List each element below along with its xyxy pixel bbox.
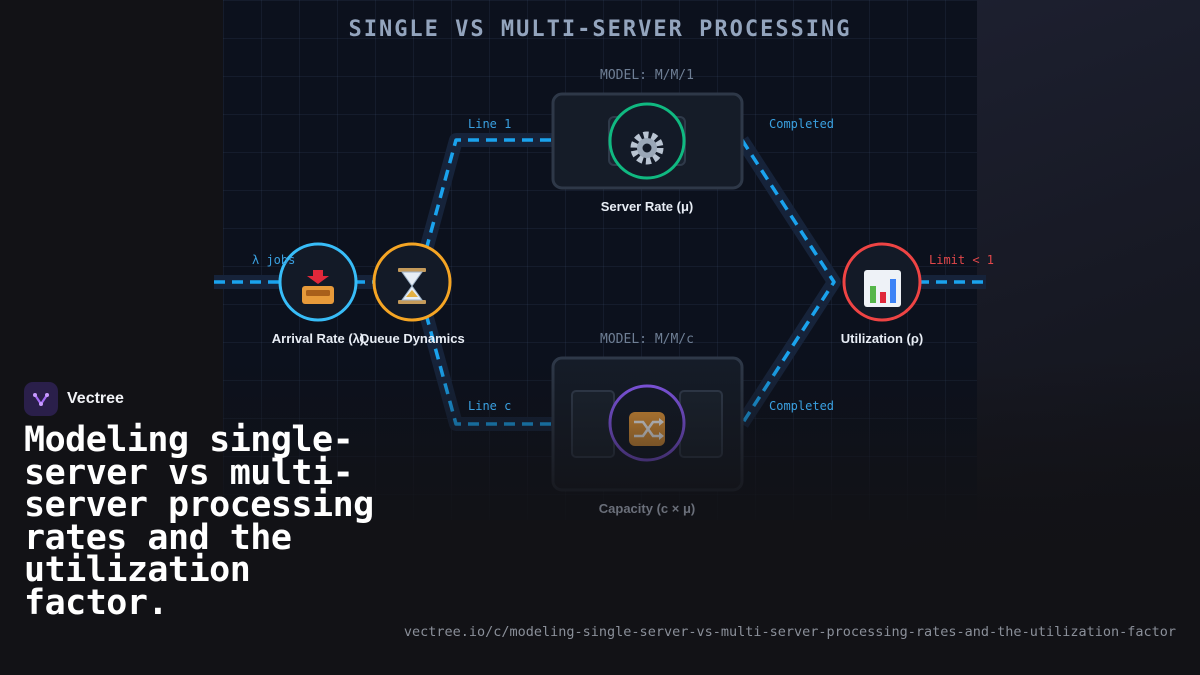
arrival-rate-label: Arrival Rate (λ) bbox=[271, 331, 365, 346]
node-arrival bbox=[278, 242, 358, 322]
model-label-multi: MODEL: M/M/c bbox=[600, 332, 694, 347]
brand[interactable]: Vectree bbox=[24, 382, 124, 416]
node-queue bbox=[372, 242, 452, 322]
gear-icon bbox=[630, 131, 664, 165]
line-1-label: Line 1 bbox=[468, 117, 512, 131]
node-utilization bbox=[842, 242, 922, 322]
inbox-tray-icon bbox=[302, 270, 334, 304]
page-url-link[interactable]: vectree.io/c/modeling-single-server-vs-m… bbox=[403, 624, 1176, 640]
headline: Modeling single-server vs multi-server p… bbox=[24, 420, 374, 623]
hourglass-icon bbox=[398, 268, 426, 304]
capacity-label: Capacity (c × μ) bbox=[598, 501, 696, 516]
limit-label: Limit < 1 bbox=[929, 253, 995, 267]
line-1-path bbox=[424, 138, 552, 251]
diagram-title: SINGLE VS MULTI-SERVER PROCESSING bbox=[348, 17, 852, 42]
line-c-label: Line c bbox=[468, 399, 512, 413]
arrival-flow-label: λ jobs bbox=[252, 253, 296, 267]
completed-bottom-label: Completed bbox=[769, 399, 835, 413]
completed-paths bbox=[740, 139, 836, 425]
vectree-logo-icon bbox=[24, 382, 58, 416]
server-rate-label: Server Rate (μ) bbox=[600, 199, 694, 214]
brand-name: Vectree bbox=[67, 390, 124, 407]
completed-top-label: Completed bbox=[769, 117, 835, 131]
bar-chart-icon bbox=[864, 270, 901, 307]
panel-fade bbox=[0, 360, 1200, 675]
utilization-label: Utilization (ρ) bbox=[840, 331, 924, 346]
model-label-single: MODEL: M/M/1 bbox=[600, 68, 694, 83]
queue-dynamics-label: Queue Dynamics bbox=[359, 331, 465, 346]
node-server bbox=[608, 102, 686, 180]
